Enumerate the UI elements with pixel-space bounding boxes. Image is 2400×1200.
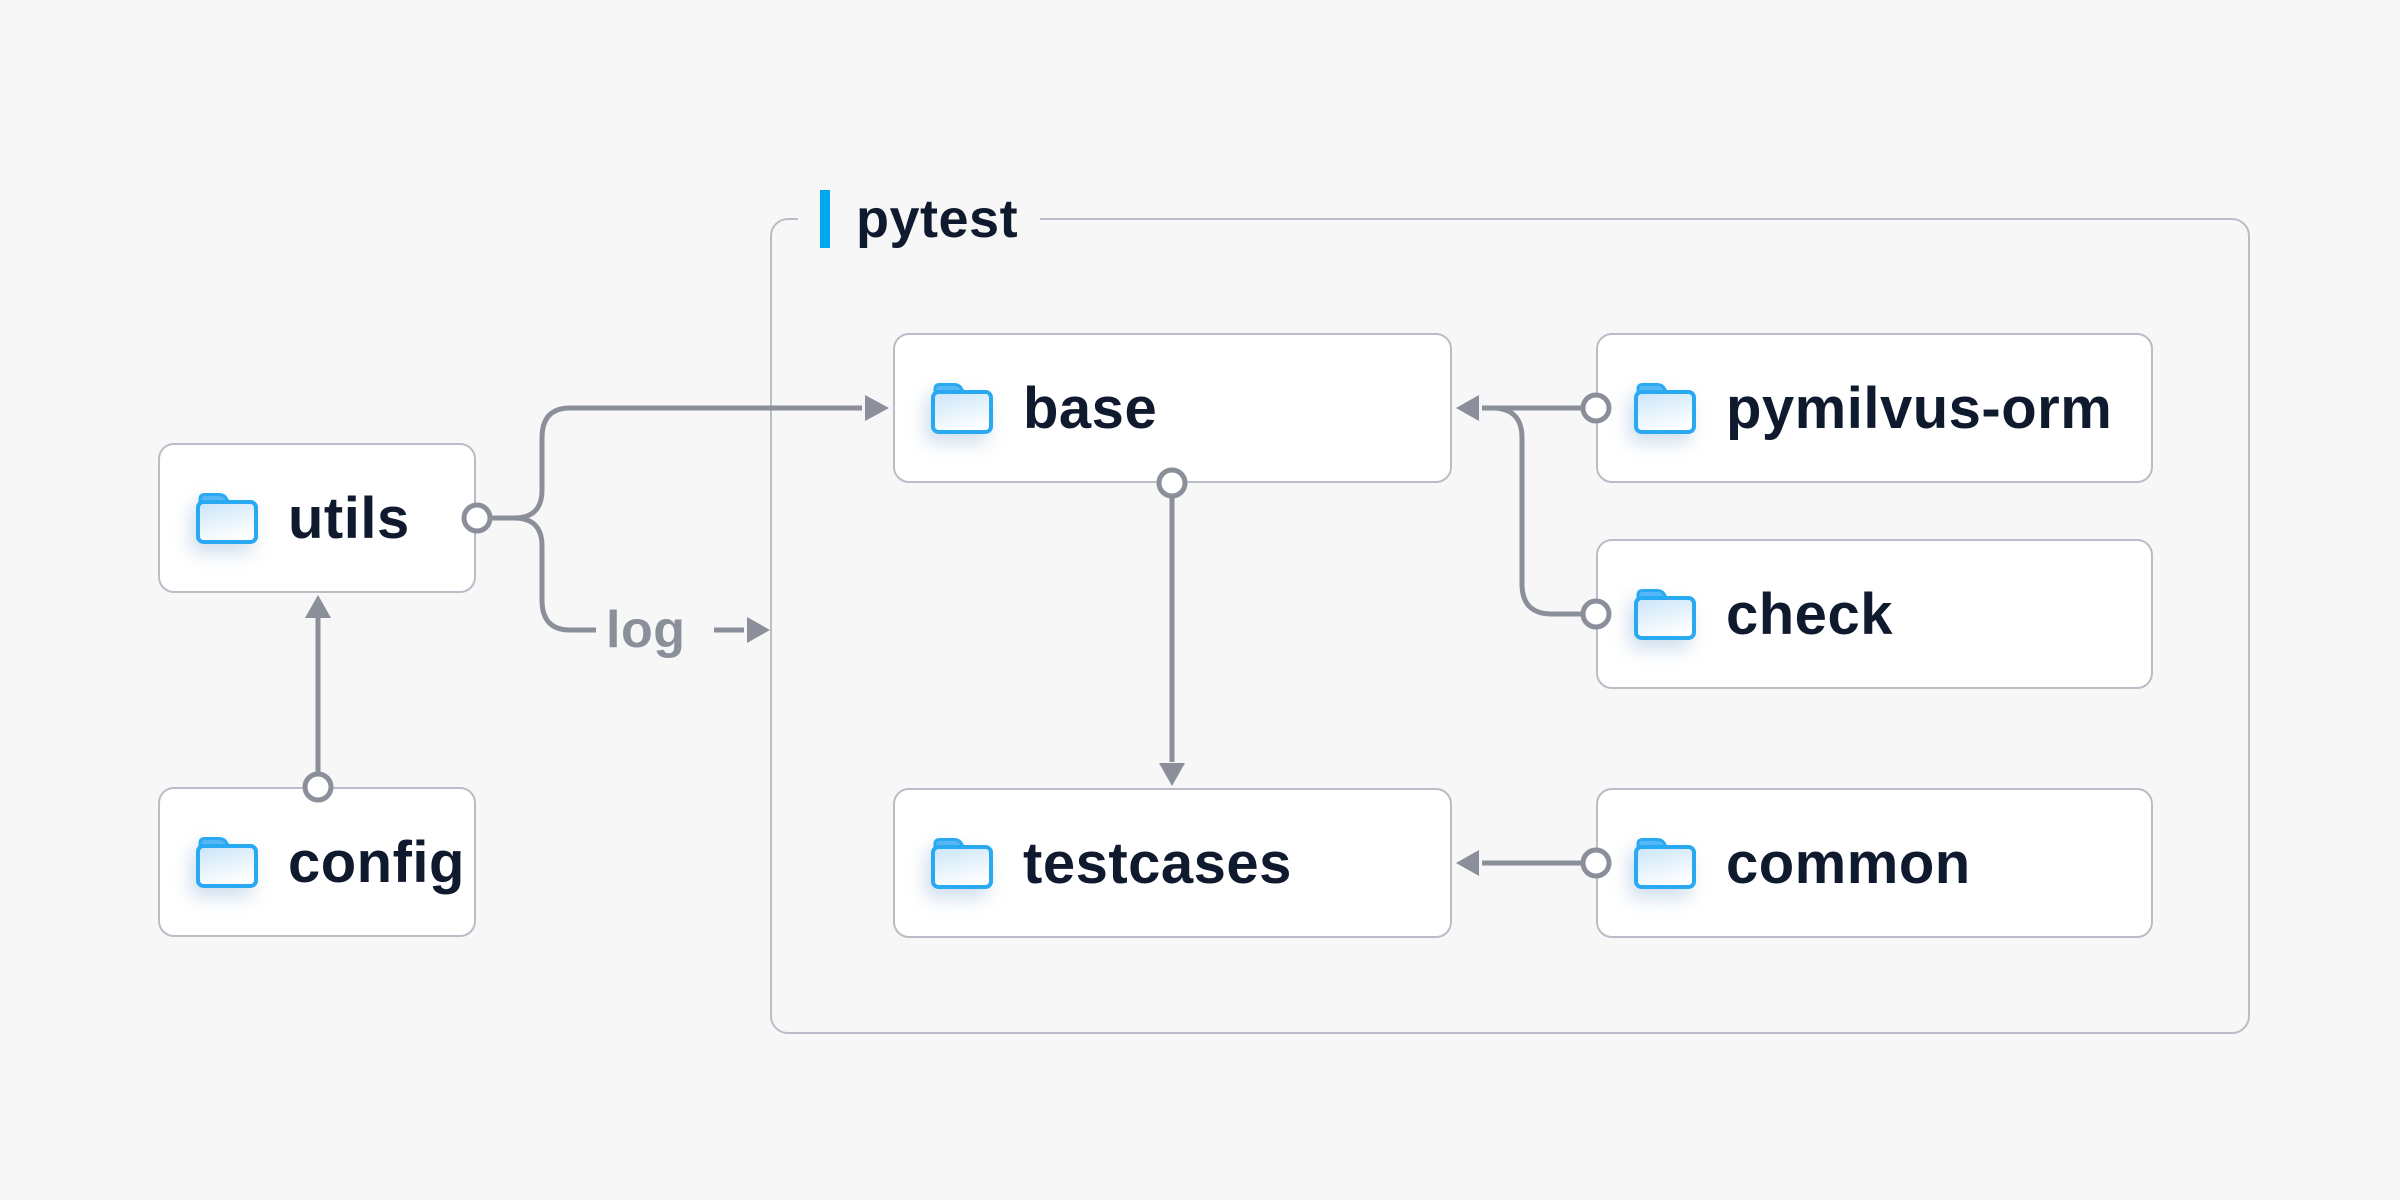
node-label: base [1023,375,1158,441]
node-testcases: testcases [893,788,1452,938]
edge-label-log: log [606,601,686,659]
node-label: common [1726,830,1971,896]
pytest-group-container [770,218,2250,1034]
group-title: pytest [856,189,1019,249]
node-label: config [288,829,465,895]
folder-icon [1634,838,1696,889]
node-utils: utils [158,443,476,593]
folder-icon [931,383,993,434]
pytest-group-label: pytest [798,188,1041,250]
arrowhead-log [747,617,770,643]
folder-icon [1634,383,1696,434]
arrowhead-into-utils [305,595,331,618]
folder-icon [196,837,258,888]
node-label: utils [288,485,410,551]
node-base: base [893,333,1452,483]
node-label: pymilvus-orm [1726,375,2113,441]
folder-icon [1634,589,1696,640]
node-check: check [1596,539,2153,689]
node-config: config [158,787,476,937]
node-pymilvus-orm: pymilvus-orm [1596,333,2153,483]
blue-accent-bar [820,190,830,248]
folder-icon [931,838,993,889]
node-label: testcases [1023,830,1292,896]
edge-utils-log [490,515,596,633]
node-common: common [1596,788,2153,938]
node-label: check [1726,581,1893,647]
folder-icon [196,493,258,544]
